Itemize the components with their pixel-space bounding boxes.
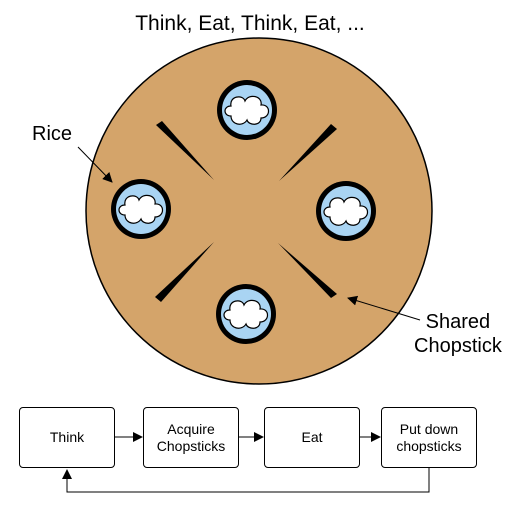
chopstick-icon-bottom-right (278, 243, 337, 298)
think-box: Think (19, 407, 115, 468)
think-label: Think (49, 429, 85, 445)
rice-bowl-icon-bottom (216, 284, 276, 344)
arrow-icon-loop-back (62, 468, 430, 493)
rice-pointer-arrow (77, 146, 113, 183)
putdown-label-line2: chopsticks (396, 437, 462, 454)
rice-bowl-icon-left (111, 179, 171, 239)
shared-chopstick-label: Shared Chopstick (414, 310, 502, 358)
acquire-chopsticks-box: Acquire Chopsticks (143, 407, 239, 468)
rice-bowl-icon-right (316, 181, 376, 241)
acquire-label-line1: Acquire (167, 420, 215, 437)
shared-chopstick-label-line1: Shared (425, 311, 491, 333)
shared-chopstick-label-line2: Chopstick (414, 335, 502, 357)
diagram-title: Think, Eat, Think, Eat, ... (135, 12, 365, 35)
rice-label: Rice (32, 123, 73, 145)
chopstick-icon-bottom-left (155, 242, 214, 302)
chopstick-pointer-arrow (347, 295, 421, 321)
eat-label: Eat (301, 429, 323, 445)
acquire-label-line2: Chopsticks (156, 437, 226, 454)
table-circle (85, 37, 433, 385)
chopstick-icon-top-right (279, 124, 337, 181)
rice-bowl-icon-top (217, 80, 277, 140)
put-down-chopsticks-box: Put down chopsticks (381, 407, 477, 468)
putdown-label-line1: Put down (399, 420, 459, 437)
eat-box: Eat (264, 407, 360, 468)
chopstick-icon-top-left (156, 121, 214, 180)
